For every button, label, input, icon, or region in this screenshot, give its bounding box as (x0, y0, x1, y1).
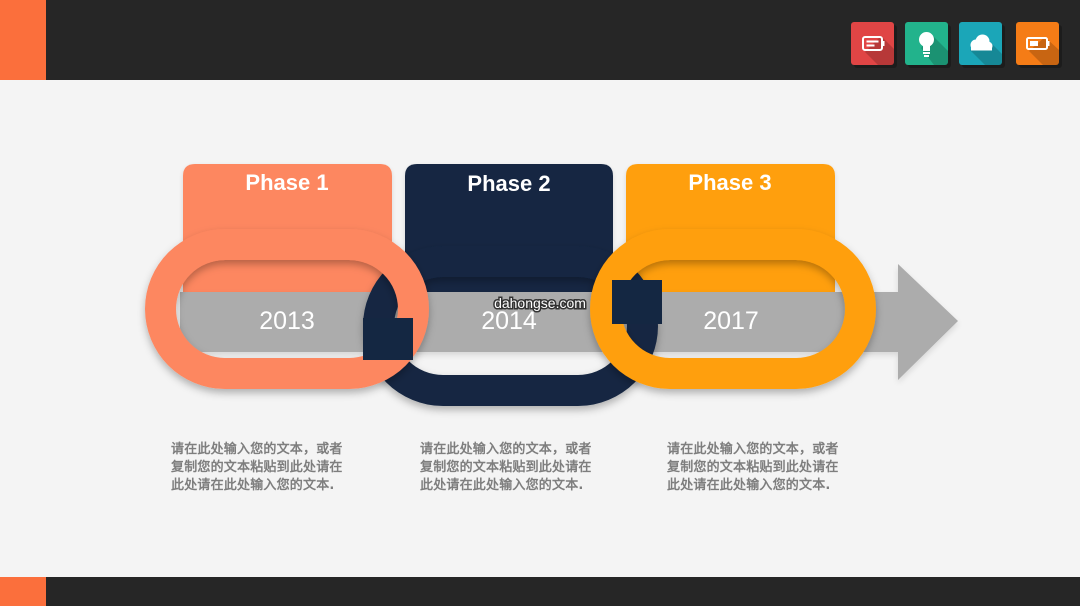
ring-2-overlap (363, 318, 413, 360)
phase-label: Phase 3 (688, 170, 771, 195)
ring-2-overlap (612, 280, 662, 324)
phase-2-description: 请在此处输入您的文本，或者 复制您的文本粘贴到此处请在 此处请在此处输入您的文本… (420, 442, 592, 493)
top-header-bar (0, 0, 1080, 80)
phase-label: Phase 1 (245, 170, 328, 195)
top-accent-block (0, 0, 46, 80)
battery-card-icon[interactable] (851, 22, 894, 65)
year-label: 2017 (703, 307, 759, 335)
year-label: 2014 (481, 307, 537, 335)
year-label: 2013 (259, 307, 315, 335)
bottom-accent-block (0, 577, 46, 606)
battery-icon[interactable] (1016, 22, 1059, 65)
bottom-footer-bar (0, 577, 1080, 606)
phase-3-description: 请在此处输入您的文本，或者 复制您的文本粘贴到此处请在 此处请在此处输入您的文本… (667, 442, 839, 493)
cloud-icon[interactable] (959, 22, 1002, 65)
phase-label: Phase 2 (467, 171, 550, 196)
watermark-text: dahongse.com (494, 295, 586, 311)
lightbulb-icon[interactable] (905, 22, 948, 65)
phase-1-description: 请在此处输入您的文本，或者 复制您的文本粘贴到此处请在 此处请在此处输入您的文本… (171, 442, 343, 493)
